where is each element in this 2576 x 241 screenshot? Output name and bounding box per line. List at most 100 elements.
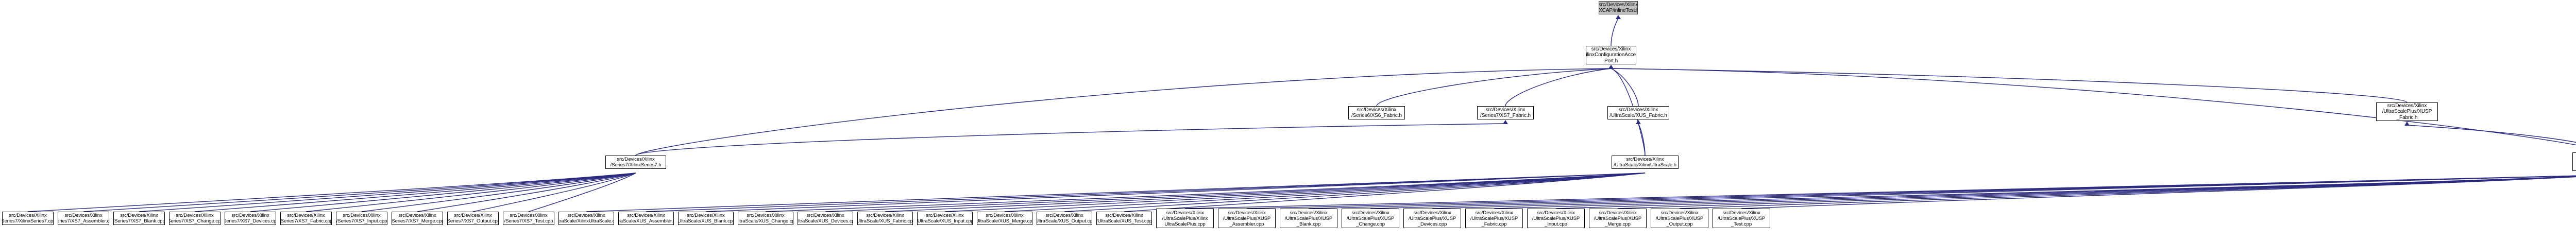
graph-node-l05[interactable]: src/Devices/Xilinx/Series7/XS7_Devices.c…	[225, 212, 276, 225]
graph-node-l07[interactable]: src/Devices/Xilinx/Series7/XS7_Input.cpp	[336, 212, 387, 225]
graph-node-xcap[interactable]: src/Devices/Xilinx/XilinxConfigurationAc…	[1586, 46, 1636, 64]
graph-node-l13[interactable]: src/Devices/Xilinx/UltraScale/XUS_Blank.…	[678, 212, 734, 225]
graph-node-label-line: src/Devices/Xilinx	[986, 213, 1024, 218]
graph-edge	[635, 68, 1612, 156]
graph-node-label-line: /UltraScalePlus/XUSP	[2382, 109, 2432, 115]
graph-node-label-line: src/Devices/Xilinx	[1357, 107, 1397, 113]
graph-edge-arrowhead	[1608, 65, 1614, 69]
graph-node-label-line: /UltraScale/XUS_Merge.cpp	[977, 218, 1032, 224]
graph-node-l21[interactable]: src/Devices/Xilinx/UltraScalePlus/Xilinx…	[1156, 209, 1214, 228]
graph-edge	[194, 173, 636, 212]
graph-edge	[1370, 176, 2576, 209]
graph-node-label-line: /Series7/XS7_Assembler.cpp	[58, 218, 109, 224]
graph-node-label-line: src/Devices/Xilinx	[510, 213, 548, 218]
graph-node-xs6fab[interactable]: src/Devices/Xilinx/Series6/XS6_Fabric.h	[1348, 106, 1405, 119]
graph-node-label-line: src/Devices/Xilinx	[1599, 210, 1637, 216]
graph-node-l09[interactable]: src/Devices/Xilinx/Series7/XS7_Output.cp…	[447, 212, 499, 225]
graph-node-l28[interactable]: src/Devices/Xilinx/UltraScalePlus/XUSP_M…	[1589, 209, 1647, 228]
graph-edge	[944, 173, 1646, 212]
graph-node-label-line: /Series7/XS7_Devices.cpp	[225, 218, 276, 224]
graph-node-label-line: src/Devices/Xilinx	[176, 213, 214, 218]
graph-node-label-line: /UltraScalePlus/XUSP	[1655, 215, 1704, 221]
graph-node-xus[interactable]: src/Devices/Xilinx/UltraScale/XilinxUltr…	[1612, 156, 1679, 169]
graph-node-l12[interactable]: src/Devices/Xilinx/UltraScale/XUS_Assemb…	[618, 212, 674, 225]
graph-node-l22[interactable]: src/Devices/Xilinx/UltraScalePlus/XUSP_A…	[1218, 209, 1276, 228]
graph-node-l20[interactable]: src/Devices/Xilinx/UltraScale/XUS_Test.c…	[1096, 212, 1152, 225]
graph-node-label-line: src/Devices/Xilinx	[627, 213, 665, 218]
graph-node-label-line: src/Devices/Xilinx	[1591, 46, 1631, 52]
graph-edge-arrowhead	[1608, 65, 1614, 69]
graph-node-label-line: src/Devices/Xilinx	[343, 213, 381, 218]
graph-node-l17[interactable]: src/Devices/Xilinx/UltraScale/XUS_Input.…	[917, 212, 973, 225]
graph-node-label-line: src/Devices/Xilinx	[2387, 102, 2427, 109]
graph-edge	[635, 123, 1506, 156]
graph-edge-arrowhead	[1636, 120, 1641, 124]
graph-edge	[1505, 68, 1612, 107]
graph-node-l14[interactable]: src/Devices/Xilinx/UltraScale/XUS_Change…	[738, 212, 793, 225]
graph-node-xs7[interactable]: src/Devices/Xilinx/Series7/XilinxSeries7…	[605, 156, 666, 169]
graph-node-label-line: src/Devices/Xilinx	[120, 213, 158, 218]
graph-node-label-line: src/Devices/Xilinx	[1618, 107, 1658, 113]
graph-edge	[250, 173, 636, 212]
graph-edge	[765, 173, 1646, 212]
graph-node-label-line: /Series7/XS7_Fabric.cpp	[280, 218, 332, 224]
graph-edge	[1741, 176, 2576, 209]
graph-node-label-line: /UltraScale/XUS_Output.cpp	[1037, 218, 1092, 224]
graph-node-label-line: /UltraScalePlus/XUSP	[1346, 215, 1395, 221]
graph-node-l18[interactable]: src/Devices/Xilinx/UltraScale/XUS_Merge.…	[977, 212, 1032, 225]
graph-node-label-line: src/Devices/Xilinx	[1413, 210, 1451, 216]
graph-node-label-line: _Change.cpp	[1356, 221, 1385, 227]
graph-node-l16[interactable]: src/Devices/Xilinx/UltraScale/XUS_Fabric…	[857, 212, 913, 225]
graph-node-l24[interactable]: src/Devices/Xilinx/UltraScalePlus/XUSP_C…	[1342, 209, 1399, 228]
graph-node-label-line: /Series7/XS7_Test.cpp	[504, 218, 553, 224]
graph-node-root[interactable]: src/Devices/Xilinx/XCAP/inlineTest.h	[1599, 1, 1638, 14]
graph-node-l26[interactable]: src/Devices/Xilinx/UltraScalePlus/XUSP_F…	[1465, 209, 1523, 228]
graph-node-label-line: /XCAP/inlineTest.h	[1599, 8, 1638, 13]
graph-node-label-line: src/Devices/Xilinx	[1228, 210, 1266, 216]
graph-node-l04[interactable]: src/Devices/Xilinx/Series7/XS7_Change.cp…	[169, 212, 221, 225]
graph-node-l19[interactable]: src/Devices/Xilinx/UltraScale/XUS_Output…	[1037, 212, 1092, 225]
graph-node-l02[interactable]: src/Devices/Xilinx/Series7/XS7_Assembler…	[58, 212, 109, 225]
graph-node-label-line: _Assembler.cpp	[1229, 221, 1264, 227]
graph-node-l03[interactable]: src/Devices/Xilinx/Series7/XS7_Blank.cpp	[113, 212, 165, 225]
graph-node-l23[interactable]: src/Devices/Xilinx/UltraScalePlus/XUSP_B…	[1280, 209, 1337, 228]
graph-edge-arrowhead	[1608, 65, 1614, 69]
graph-node-l30[interactable]: src/Devices/Xilinx/UltraScalePlus/XUSP_T…	[1713, 209, 1770, 228]
graph-node-label-line: src/Devices/Xilinx	[1626, 157, 1664, 162]
graph-edge	[1376, 68, 1612, 107]
graph-node-label-line: src/Devices/Xilinx	[231, 213, 269, 218]
graph-node-xusp[interactable]: src/Devices/Xilinx/UltraScalePlus/Xilinx…	[2572, 152, 2576, 171]
graph-node-l11[interactable]: src/Devices/Xilinx/UltraScale/XilinxUltr…	[558, 212, 614, 225]
graph-node-label-line: src/Devices/Xilinx	[1537, 210, 1575, 216]
graph-node-l25[interactable]: src/Devices/Xilinx/UltraScalePlus/XUSP_D…	[1403, 209, 1461, 228]
graph-edge-arrowhead	[1608, 65, 1614, 69]
graph-node-l27[interactable]: src/Devices/Xilinx/UltraScalePlus/XUSP_I…	[1527, 209, 1585, 228]
graph-node-label-line: src/Devices/Xilinx	[1166, 210, 1204, 216]
graph-node-l15[interactable]: src/Devices/Xilinx/UltraScale/XUS_Device…	[798, 212, 853, 225]
graph-node-label-line: /UltraScale/XUS_Test.cpp	[1096, 218, 1152, 224]
graph-node-label-line: src/Devices/Xilinx	[1599, 2, 1638, 8]
graph-node-label-line: src/Devices/Xilinx	[1105, 213, 1143, 218]
graph-node-xusfab[interactable]: src/Devices/Xilinx/UltraScale/XUS_Fabric…	[1607, 106, 1669, 119]
graph-node-xs7fab[interactable]: src/Devices/Xilinx/Series7/XS7_Fabric.h	[1477, 106, 1534, 119]
graph-node-l01[interactable]: src/Devices/Xilinx/Series7/XilinxSeries7…	[2, 212, 54, 225]
graph-node-label-line: src/Devices/Xilinx	[398, 213, 436, 218]
graph-node-l29[interactable]: src/Devices/Xilinx/UltraScalePlus/XUSP_O…	[1651, 209, 1708, 228]
graph-node-label-line: /Series7/XS7_Input.cpp	[336, 218, 387, 224]
graph-node-l06[interactable]: src/Devices/Xilinx/Series7/XS7_Fabric.cp…	[280, 212, 332, 225]
graph-node-xuspfab[interactable]: src/Devices/Xilinx/UltraScalePlus/XUSP_F…	[2376, 102, 2438, 121]
graph-node-label-line: /UltraScalePlus/XUSP	[1717, 215, 1766, 221]
graph-edge	[1611, 68, 2408, 103]
graph-node-label-line: /UltraScale/XUS_Input.cpp	[917, 218, 973, 224]
graph-node-label-line: src/Devices/Xilinx	[287, 213, 325, 218]
graph-node-l08[interactable]: src/Devices/Xilinx/Series7/XS7_Merge.cpp	[392, 212, 443, 225]
graph-node-l10[interactable]: src/Devices/Xilinx/Series7/XS7_Test.cpp	[503, 212, 554, 225]
graph-node-label-line: /Series7/XS7_Output.cpp	[447, 218, 499, 224]
graph-node-label-line: _Devices.cpp	[1417, 221, 1447, 227]
graph-node-label-line: /UltraScale/XilinxUltraScale.h	[1614, 162, 1676, 168]
graph-node-label-line: /UltraScale/XUS_Blank.cpp	[678, 218, 734, 224]
graph-node-label-line: /Series7/XS7_Merge.cpp	[392, 218, 443, 224]
graph-edge	[1555, 176, 2576, 209]
